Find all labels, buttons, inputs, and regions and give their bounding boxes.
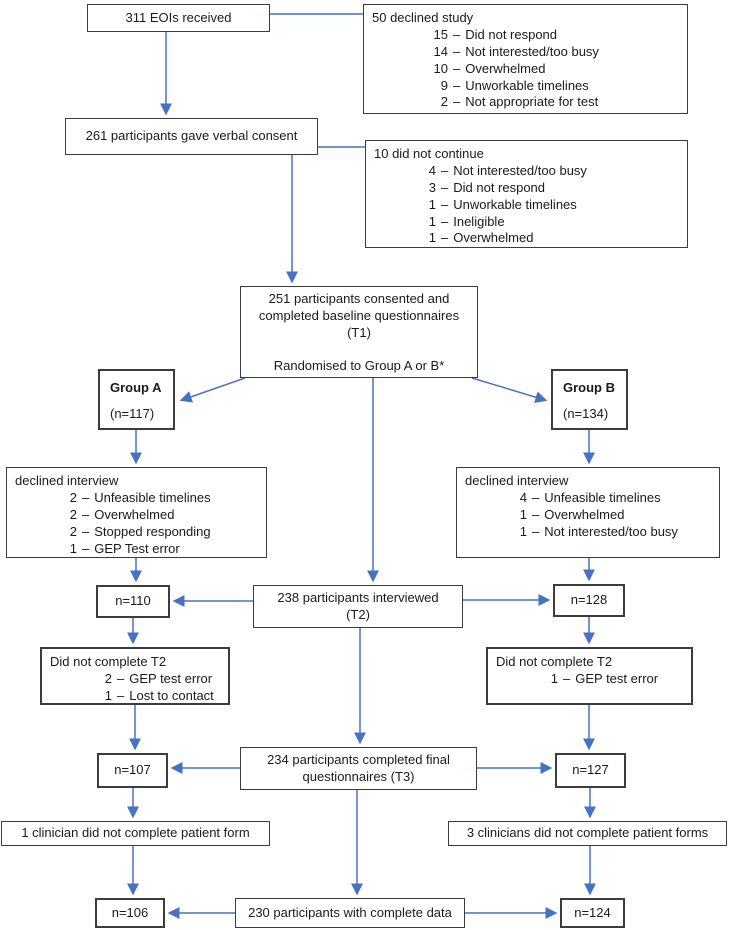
box-heading: 50 declined study: [372, 10, 474, 25]
count-label: n=124: [574, 904, 611, 920]
count-label: n=127: [572, 762, 609, 778]
count-label: n=128: [570, 592, 608, 608]
group-title: Group B: [563, 380, 615, 395]
clinician-b-box: 3 clinicians did not complete patient fo…: [448, 821, 727, 846]
text-line: 238 participants interviewed: [277, 589, 439, 605]
box-heading: declined interview: [465, 473, 569, 488]
group-a-box: Group A (n=117): [98, 369, 175, 430]
list-item: 2–Stopped responding: [69, 523, 211, 539]
declined-study-box: 50 declined study 15–Did not respond 14–…: [363, 4, 688, 114]
list-item: 2–Overwhelmed: [69, 506, 175, 522]
list-item: 3–Did not respond: [428, 179, 546, 195]
list-item: 1–Not interested/too busy: [519, 523, 678, 539]
text-line: Randomised to Group A or B*: [273, 358, 445, 373]
list-item: 2–GEP test error: [104, 670, 213, 686]
consented-box: 251 participants consented and completed…: [240, 286, 478, 378]
group-b-box: Group B (n=134): [551, 369, 628, 430]
box-heading: 10 did not continue: [374, 146, 484, 161]
n128-box: n=128: [553, 584, 625, 617]
declined-interview-b-box: declined interview 4–Unfeasible timeline…: [456, 467, 720, 558]
complete-data-box: 230 participants with complete data: [235, 898, 465, 928]
list-item: 2–Not appropriate for test: [440, 94, 599, 110]
text-line: (T1): [347, 325, 371, 340]
list-item: 15–Did not respond: [433, 26, 558, 42]
list-item: 4–Not interested/too busy: [428, 162, 587, 178]
did-not-complete-t2-a-box: Did not complete T2 2–GEP test error 1–L…: [40, 647, 230, 705]
text-line: questionnaires (T3): [302, 768, 415, 784]
list-item: 1–GEP test error: [550, 670, 659, 686]
text-line: 3 clinicians did not complete patient fo…: [466, 825, 709, 841]
connector: [179, 377, 246, 403]
count-label: n=110: [115, 593, 151, 609]
box-heading: Did not complete T2: [496, 654, 613, 669]
final-questionnaires-box: 234 participants completed final questio…: [240, 747, 477, 790]
text-line: 251 participants consented and: [268, 291, 450, 306]
did-not-continue-box: 10 did not continue 4–Not interested/too…: [365, 140, 688, 248]
count-label: n=106: [111, 904, 149, 920]
group-n: (n=134): [563, 405, 609, 421]
n106-box: n=106: [95, 898, 165, 928]
text-line: (T2): [346, 606, 370, 622]
clinician-a-box: 1 clinician did not complete patient for…: [1, 821, 270, 846]
count-label: n=107: [114, 762, 151, 778]
group-title: Group A: [110, 380, 162, 395]
eoi-box: 311 EOIs received: [87, 4, 270, 32]
list-item: 10–Overwhelmed: [433, 60, 546, 76]
interviewed-box: 238 participants interviewed (T2): [253, 585, 463, 628]
list-item: 1–GEP Test error: [69, 540, 180, 556]
n127-box: n=127: [555, 753, 626, 788]
list-item: 9–Unworkable timelines: [440, 77, 589, 93]
n110-box: n=110: [96, 585, 170, 618]
list-item: 2–Unfeasible timelines: [69, 489, 211, 505]
connector: [471, 377, 548, 403]
list-item: 1–Unworkable timelines: [428, 196, 577, 212]
list-item: 1–Overwhelmed: [428, 230, 534, 246]
list-item: 1–Ineligible: [428, 213, 505, 229]
list-item: 14–Not interested/too busy: [433, 43, 599, 59]
group-n: (n=117): [110, 405, 155, 421]
list-item: 1–Overwhelmed: [519, 506, 625, 522]
n124-box: n=124: [560, 898, 625, 928]
verbal-consent-box: 261 participants gave verbal consent: [65, 118, 318, 155]
box-heading: Did not complete T2: [50, 654, 167, 669]
box-heading: declined interview: [15, 473, 119, 488]
n107-box: n=107: [97, 753, 168, 788]
text-line: 234 participants completed final: [267, 751, 450, 767]
text-line: 1 clinician did not complete patient for…: [21, 825, 250, 841]
declined-interview-a-box: declined interview 2–Unfeasible timeline…: [6, 467, 267, 558]
text-line: 311 EOIs received: [125, 9, 232, 25]
text-line: completed baseline questionnaires: [258, 308, 460, 323]
did-not-complete-t2-b-box: Did not complete T2 1–GEP test error: [486, 647, 693, 705]
list-item: 1–Lost to contact: [104, 687, 214, 703]
text-line: 230 participants with complete data: [248, 904, 452, 920]
text-line: 261 participants gave verbal consent: [85, 128, 298, 144]
list-item: 4–Unfeasible timelines: [519, 489, 661, 505]
